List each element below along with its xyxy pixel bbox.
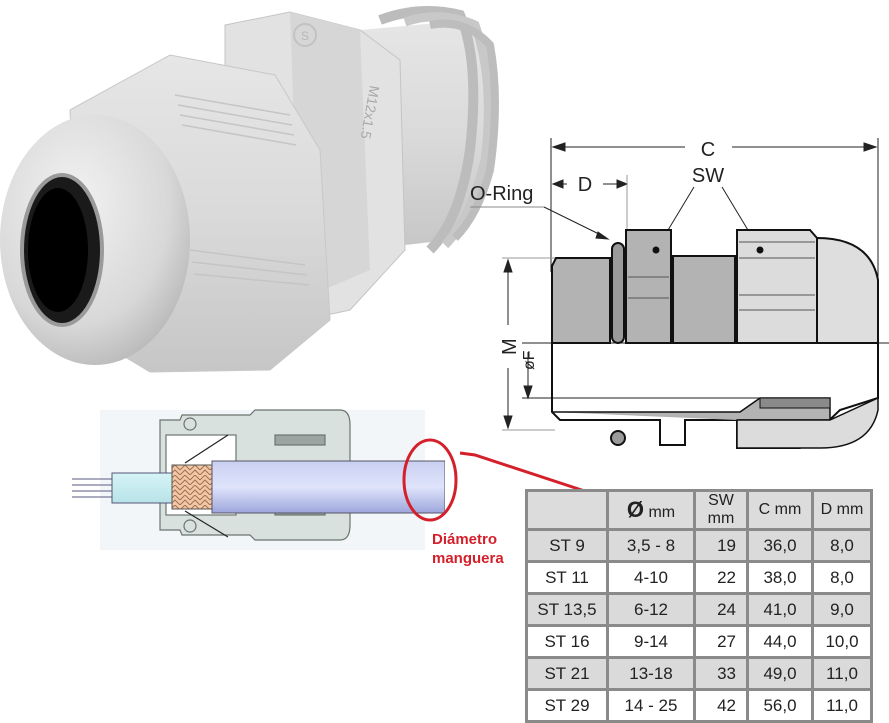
table-row: ST 13,5 6-12 24 41,0 9,0 <box>525 595 873 627</box>
table-row: ST 9 3,5 - 8 19 36,0 8,0 <box>525 531 873 563</box>
label-d: D <box>578 174 592 196</box>
inner-insulation <box>111 472 173 504</box>
cell-model: ST 16 <box>525 627 609 659</box>
header-d: D mm <box>814 489 873 531</box>
spec-table: Ø mm SW mm C mm D mm ST 9 3,5 - 8 19 36,… <box>525 489 873 723</box>
diameter-icon: Ø <box>626 497 644 522</box>
cell-sw: 19 <box>696 531 749 563</box>
cell-sw: 33 <box>696 659 749 691</box>
cell-sw: 42 <box>696 691 749 723</box>
cell-model: ST 13,5 <box>525 595 609 627</box>
header-model <box>525 489 609 531</box>
conductors <box>72 478 115 498</box>
cell-diameter: 9-14 <box>609 627 696 659</box>
table-header-row: Ø mm SW mm C mm D mm <box>525 489 873 531</box>
cell-diameter: 4-10 <box>609 563 696 595</box>
label-o-ring: O-Ring <box>470 183 533 205</box>
label-m: M <box>499 338 521 355</box>
cell-model: ST 9 <box>525 531 609 563</box>
header-c: C mm <box>749 489 814 531</box>
cell-model: ST 11 <box>525 563 609 595</box>
cell-d: 10,0 <box>814 627 873 659</box>
cell-d: 9,0 <box>814 595 873 627</box>
cell-diameter: 6-12 <box>609 595 696 627</box>
shield-braid <box>171 464 213 510</box>
cable-gland-photo: S M12x1.5 <box>0 6 499 373</box>
cell-sw: 27 <box>696 627 749 659</box>
cell-sw: 22 <box>696 563 749 595</box>
cell-model: ST 29 <box>525 691 609 723</box>
cutaway-diagram <box>60 395 445 555</box>
caption-line-1: Diámetro <box>432 531 498 548</box>
cell-model: ST 21 <box>525 659 609 691</box>
clamp-fingers <box>184 434 229 538</box>
cell-c: 44,0 <box>749 627 814 659</box>
cell-c: 41,0 <box>749 595 814 627</box>
cell-c: 49,0 <box>749 659 814 691</box>
cell-d: 8,0 <box>814 563 873 595</box>
cell-sw: 24 <box>696 595 749 627</box>
header-diameter: Ø mm <box>609 489 696 531</box>
table-row: ST 16 9-14 27 44,0 10,0 <box>525 627 873 659</box>
label-f: øF <box>521 350 538 370</box>
table-row: ST 21 13-18 33 49,0 11,0 <box>525 659 873 691</box>
cell-diameter: 14 - 25 <box>609 691 696 723</box>
cell-d: 11,0 <box>814 691 873 723</box>
header-sw: SW mm <box>696 489 749 531</box>
table-row: ST 11 4-10 22 38,0 8,0 <box>525 563 873 595</box>
hose-diameter-caption: Diámetro manguera <box>432 530 504 568</box>
cell-c: 38,0 <box>749 563 814 595</box>
dimension-drawing: C SW D O-Ring M øF <box>470 138 889 449</box>
table-row: ST 29 14 - 25 42 56,0 11,0 <box>525 691 873 723</box>
cell-d: 8,0 <box>814 531 873 563</box>
gland-section <box>551 229 879 449</box>
cell-d: 11,0 <box>814 659 873 691</box>
label-c: C <box>701 139 715 161</box>
cable-sheath <box>211 460 445 514</box>
cell-c: 56,0 <box>749 691 814 723</box>
cell-diameter: 13-18 <box>609 659 696 691</box>
logo-mark: S <box>301 29 309 43</box>
cell-diameter: 3,5 - 8 <box>609 531 696 563</box>
caption-line-2: manguera <box>432 550 504 567</box>
cell-c: 36,0 <box>749 531 814 563</box>
label-sw: SW <box>692 165 724 187</box>
